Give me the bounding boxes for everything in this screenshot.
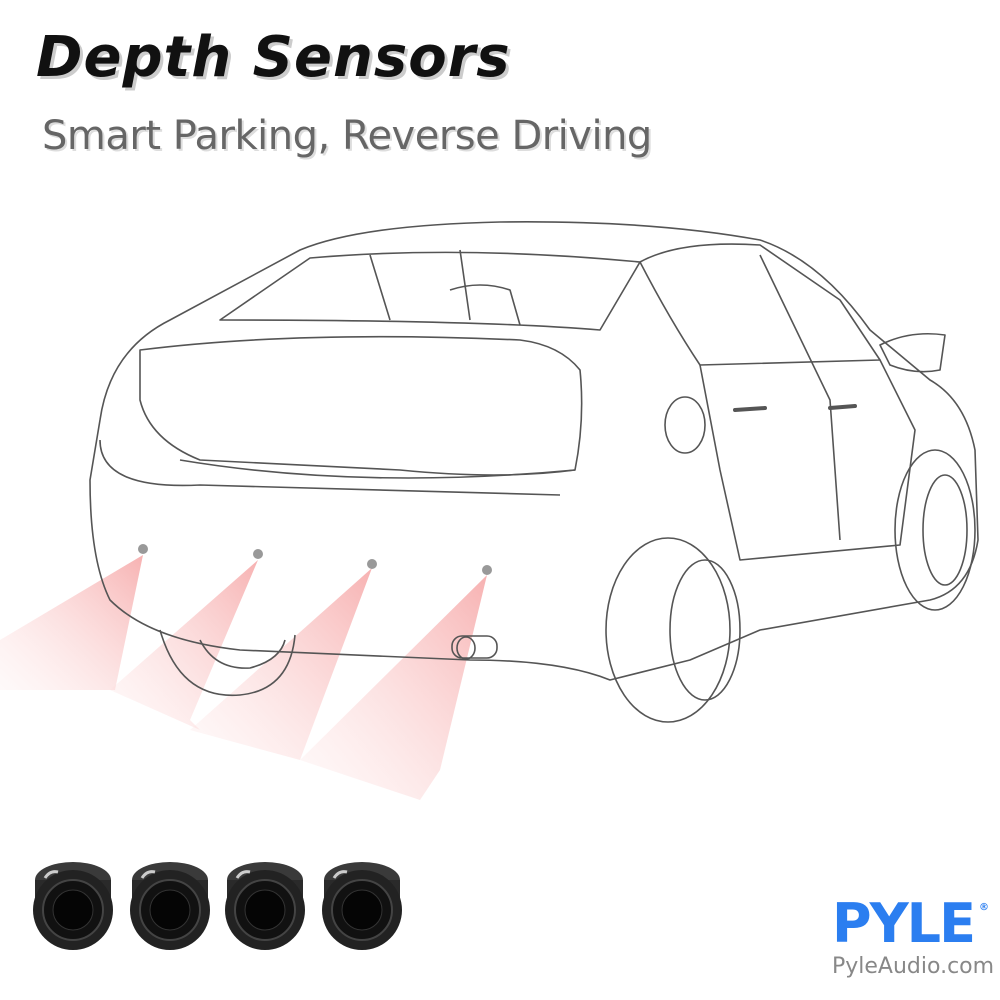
headline: Depth Sensors	[36, 25, 511, 90]
brand-website: PyleAudio.com	[832, 954, 995, 979]
rear-wheel	[605, 537, 731, 723]
sensor-icon	[322, 862, 402, 950]
brand-name: PYLE	[832, 892, 976, 955]
beam-4	[300, 575, 487, 800]
sensor-icon	[130, 862, 210, 950]
beam-1	[0, 555, 143, 690]
registered-mark: ®	[978, 902, 989, 913]
brand-logo: PYLE®	[832, 892, 989, 955]
beam-3	[190, 568, 372, 760]
subheadline: Smart Parking, Reverse Driving	[42, 113, 652, 159]
bumper-sensor-dots	[138, 544, 492, 575]
front-wheel	[894, 449, 976, 611]
sensor-icon	[225, 862, 305, 950]
exhaust-pipe	[451, 635, 498, 659]
car-outline	[89, 221, 979, 723]
sensor-beams	[0, 555, 487, 800]
beam-2	[110, 560, 258, 730]
sensor-icon	[33, 862, 113, 950]
